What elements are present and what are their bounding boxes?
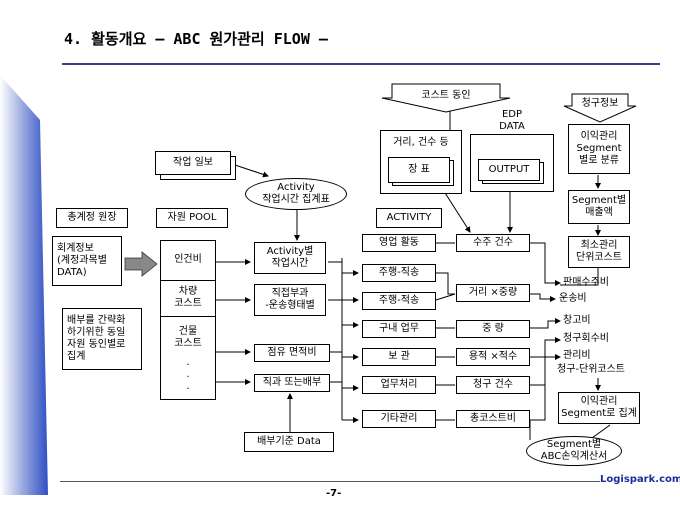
out-billing-freq: 청구회수비 — [563, 333, 609, 344]
title-underline — [62, 63, 660, 65]
segment-pl-ellipse: Segment별 ABC손익계산서 — [526, 436, 622, 466]
other-mgmt-box: 기타관리 — [362, 410, 436, 428]
resource-pool-box — [160, 240, 216, 400]
billing-info-arrow-shape — [563, 93, 637, 123]
admin-work-box: 업무처리 — [362, 376, 436, 394]
accounting-info-box: 회계정보 (계정과목별 DATA) — [52, 236, 122, 286]
volume-qty-box: 용적 ×적수 — [456, 348, 530, 366]
pool-divider-2 — [160, 316, 216, 317]
activity-work-time-box: Activity별 작업시간 — [254, 242, 326, 274]
out-warehouse: 창고비 — [563, 315, 591, 326]
alloc-base-box: 배부기준 Data — [244, 432, 334, 452]
storage-box: 보 관 — [362, 348, 436, 366]
segment-sales-box: Segment별 매출액 — [568, 190, 630, 224]
drive-direct-box: 주행-적송 — [362, 292, 436, 310]
resource-pool-header: 자원 POOL — [156, 208, 228, 228]
profit-segment-sum-box: 이익관리 Segment로 집계 — [558, 392, 640, 424]
weight-box: 중 량 — [456, 320, 530, 338]
out-admin: 관리비 — [563, 350, 591, 361]
general-ledger-header: 총계정 원장 — [56, 208, 128, 228]
direct-or-alloc-box: 직과 또는배부 — [254, 374, 330, 392]
drive-pickup-box: 주행-직송 — [362, 264, 436, 282]
min-mgmt-unit-cost-box: 최소관리 단위코스트 — [568, 236, 630, 268]
page-title: 4. 활동개요 – ABC 원가관리 FLOW – — [64, 30, 328, 48]
allocation-note-box: 배부를 간략화 하기위한 동일 자원 동인별로 집계 — [62, 308, 142, 370]
footer-line — [60, 481, 600, 482]
out-transport: 운송비 — [559, 293, 587, 304]
billing-count-box: 청구 건수 — [456, 376, 530, 394]
out-sales-promo: 판매수주비 — [563, 277, 609, 288]
pool-divider-1 — [160, 280, 216, 281]
vehicle-cost: 차량 코스트 — [174, 286, 202, 309]
total-cost-ratio-box: 총코스트비 — [456, 410, 530, 428]
in-house-work-box: 구내 업무 — [362, 320, 436, 338]
output-box: OUTPUT — [478, 159, 540, 181]
accounting-to-pool-arrow — [124, 251, 158, 277]
activity-header: ACTIVITY — [376, 208, 442, 228]
activity-time-sheet-ellipse: Activity 작업시간 집계표 — [245, 178, 347, 210]
page-number: -7- — [326, 488, 342, 499]
cost-driver-label: 코스트 동인 — [421, 90, 471, 101]
edp-data-label: EDP DATA — [499, 109, 525, 132]
more-dots: · · · — [186, 360, 190, 395]
order-count-box: 수주 건수 — [456, 234, 530, 252]
floor-area-box: 점유 면적비 — [254, 344, 330, 362]
work-daily-box: 작업 일보 — [155, 151, 231, 175]
personnel-cost: 인건비 — [174, 254, 202, 265]
distance-weight-box: 거리 ×중량 — [456, 284, 530, 302]
ledger-box: 장 표 — [388, 157, 450, 183]
sales-activity-box: 영업 활동 — [362, 234, 436, 252]
cost-driver-arrow-shape — [381, 83, 511, 113]
profit-mgmt-segment-box: 이익관리 Segment 별로 분류 — [568, 124, 630, 174]
building-cost: 건물 코스트 — [174, 326, 202, 349]
left-decorative-band — [0, 75, 48, 495]
footer-site: Logispark.com — [600, 474, 680, 485]
distance-count-label: 거리, 건수 등 — [393, 137, 449, 148]
out-billing-unit: 청구-단위코스트 — [557, 364, 626, 375]
direct-charge-box: 직접부과 -운송형태별 — [254, 284, 326, 316]
billing-info-label: 청구정보 — [581, 98, 619, 109]
